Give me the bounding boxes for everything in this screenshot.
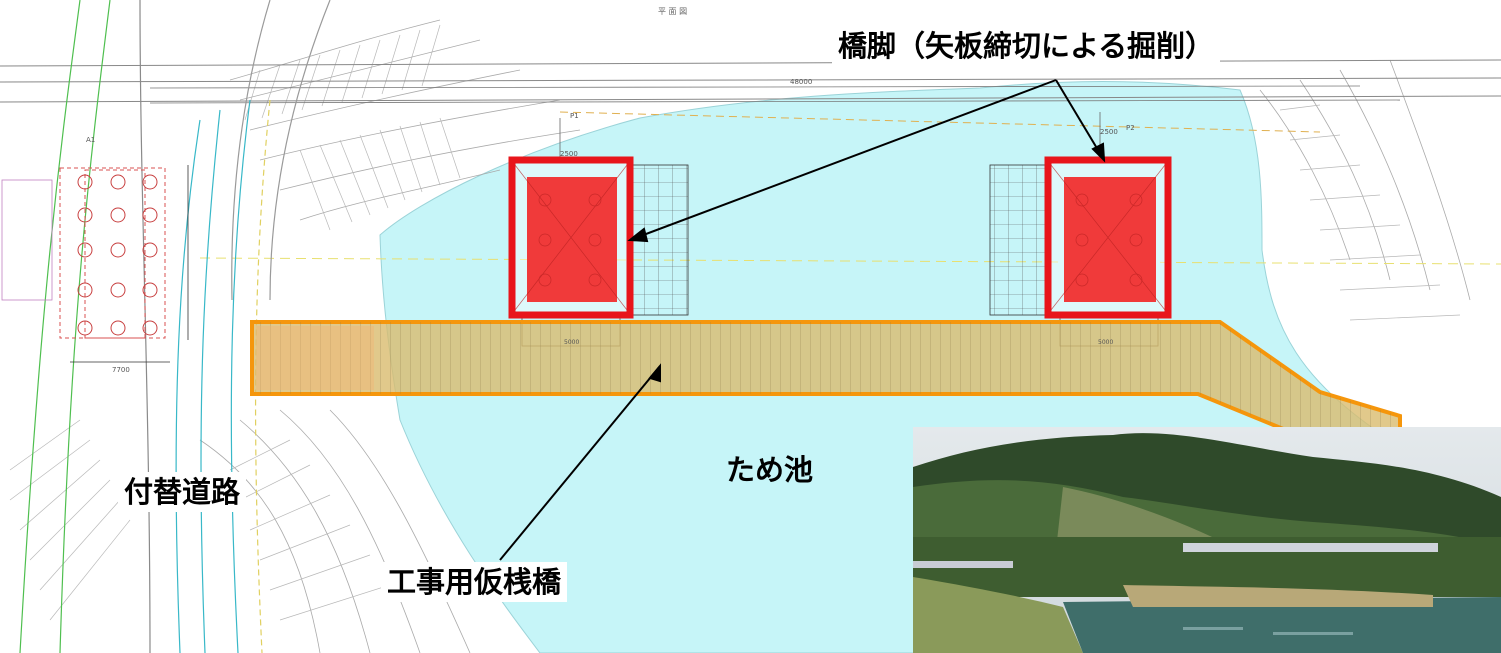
leader-arrows [499,79,1106,561]
site-photo [913,427,1501,653]
trestle-label: 工事用仮桟橋 [381,562,568,602]
abutment-structure [59,167,166,339]
trestle-dim-left: 5000 [564,339,579,346]
pond-label: ため池 [726,453,814,487]
pier-label: 橋脚（矢板締切による掘削） [832,26,1221,66]
trestle-dim-right: 5000 [1098,339,1113,346]
pier-right-id: P2 [1126,124,1135,132]
road-dimension: 7700 [112,366,130,374]
pier-left-id: P1 [570,112,579,120]
bridge-in-photo [1183,543,1438,552]
abutment-id: A1 [86,136,95,144]
road-label: 付替道路 [118,472,247,512]
pier-left-width-dim: 2500 [560,150,578,158]
drawing-title: 平 面 図 [658,7,687,16]
pier-right-width-dim: 2500 [1100,128,1118,136]
span-dimension: 48000 [790,78,812,86]
pier-right-footing-grid [989,164,1051,316]
